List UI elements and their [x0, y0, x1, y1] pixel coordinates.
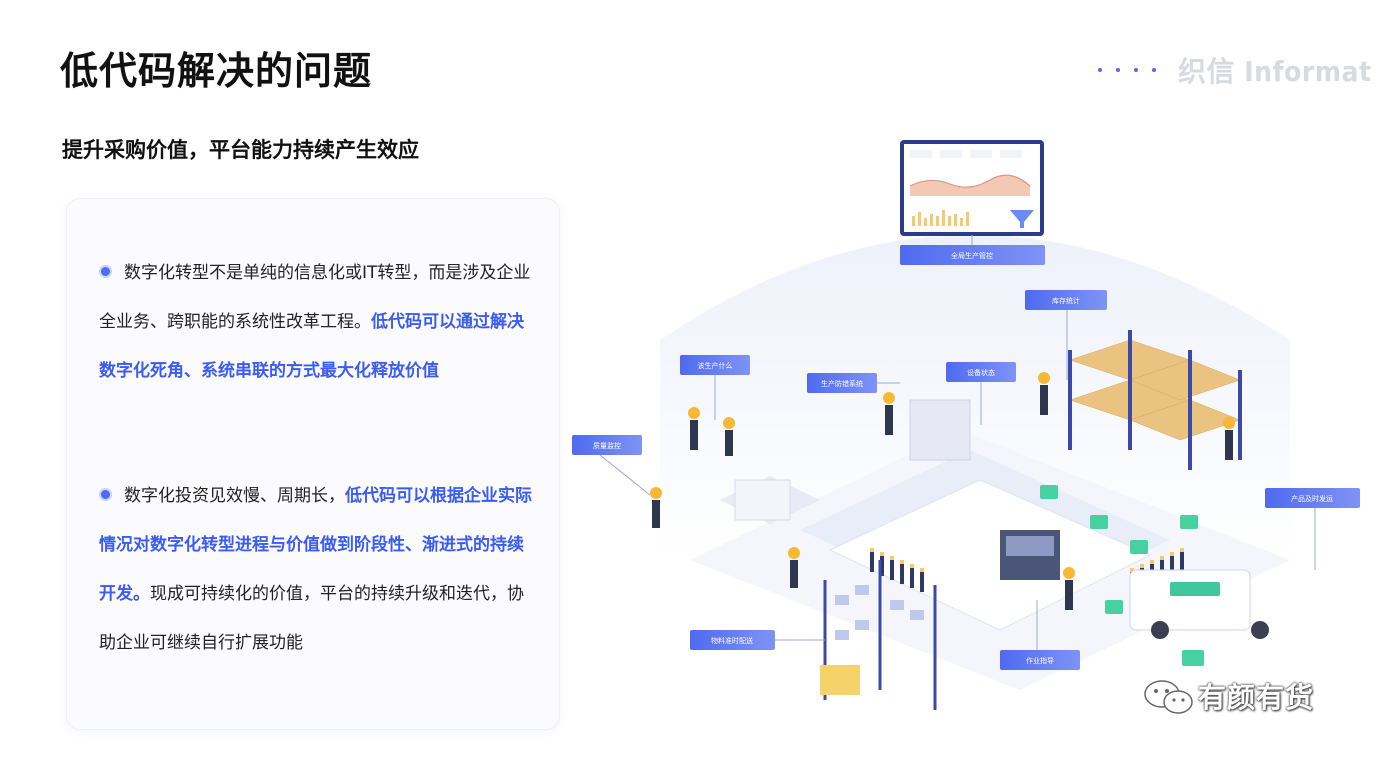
tag-guide: 作业指导: [1000, 650, 1080, 670]
watermark-text: 有颜有货: [1198, 681, 1315, 714]
content-card: 数字化转型不是单纯的信息化或IT转型，而是涉及企业全业务、跨职能的系统性改革工程…: [66, 198, 560, 730]
brand-name: 织信 Informat: [1178, 55, 1372, 88]
p2-text-a: 数字化投资见效慢、周期长，: [124, 486, 345, 506]
wechat-icon: [1144, 680, 1193, 714]
tag-prodsys: 生产防错系统: [807, 373, 877, 393]
svg-text:作业指导: 作业指导: [1026, 656, 1054, 665]
svg-text:全局生产管控: 全局生产管控: [951, 251, 993, 260]
p2-text-b: 现成可持续化的价值，平台的持续升级和迭代，协助企业可继续自行扩展功能: [99, 584, 524, 653]
svg-text:质量监控: 质量监控: [593, 441, 621, 450]
tag-what: 该生产什么: [680, 355, 750, 375]
bullet-icon: [99, 487, 112, 501]
page-title: 低代码解决的问题: [60, 49, 373, 93]
svg-text:设备状态: 设备状态: [967, 368, 995, 377]
green-boxes: [1040, 485, 1204, 666]
p2-highlight: 低代码可以根据企业实际情况对数字化转型进程与价值做到阶段性、渐进式的持续开发。: [99, 486, 532, 604]
p1-highlight: 低代码可以通过解决数字化死角、系统串联的方式最大化释放价值: [99, 312, 524, 381]
bullet-icon: [99, 264, 112, 278]
factory-illustration: 全局生产管控 库存统计 该生产什么 生产防错系统 设备状态 质量监控 产品及时发…: [572, 140, 1360, 710]
paragraph-1: 数字化转型不是单纯的信息化或IT转型，而是涉及企业全业务、跨职能的系统性改革工程…: [99, 249, 539, 396]
dashboard-monitor: [900, 140, 1044, 236]
svg-text:物料准时配送: 物料准时配送: [711, 636, 753, 645]
tag-global: 全局生产管控: [900, 245, 1045, 265]
tag-material: 物料准时配送: [690, 630, 775, 650]
watermark: 有颜有货: [1140, 676, 1314, 716]
label-tags: 全局生产管控 库存统计 该生产什么 生产防错系统 设备状态 质量监控 产品及时发…: [572, 235, 1360, 670]
tag-inventory: 库存统计: [1025, 290, 1107, 310]
tag-equipment: 设备状态: [946, 362, 1016, 382]
decorative-dots: [1098, 68, 1156, 72]
p1-text: 数字化转型不是单纯的信息化或IT转型，而是涉及企业全业务、跨职能的系统性改革工程…: [99, 263, 531, 332]
paragraph-2: 数字化投资见效慢、周期长，低代码可以根据企业实际情况对数字化转型进程与价值做到阶…: [99, 472, 539, 668]
svg-text:库存统计: 库存统计: [1052, 296, 1080, 305]
svg-text:产品及时发运: 产品及时发运: [1291, 494, 1333, 503]
machines: [720, 399, 1269, 639]
subtitle: 提升采购价值，平台能力持续产生效应: [62, 138, 419, 162]
tag-quality: 质量监控: [572, 435, 642, 455]
brand-logo: 织信 Informat: [1098, 50, 1372, 90]
rack: [820, 560, 937, 710]
warehouse-shelves: [1068, 330, 1242, 470]
svg-text:该生产什么: 该生产什么: [698, 361, 733, 370]
workers: [650, 372, 1235, 610]
svg-text:生产防错系统: 生产防错系统: [821, 379, 863, 388]
tag-product: 产品及时发运: [1265, 488, 1360, 508]
